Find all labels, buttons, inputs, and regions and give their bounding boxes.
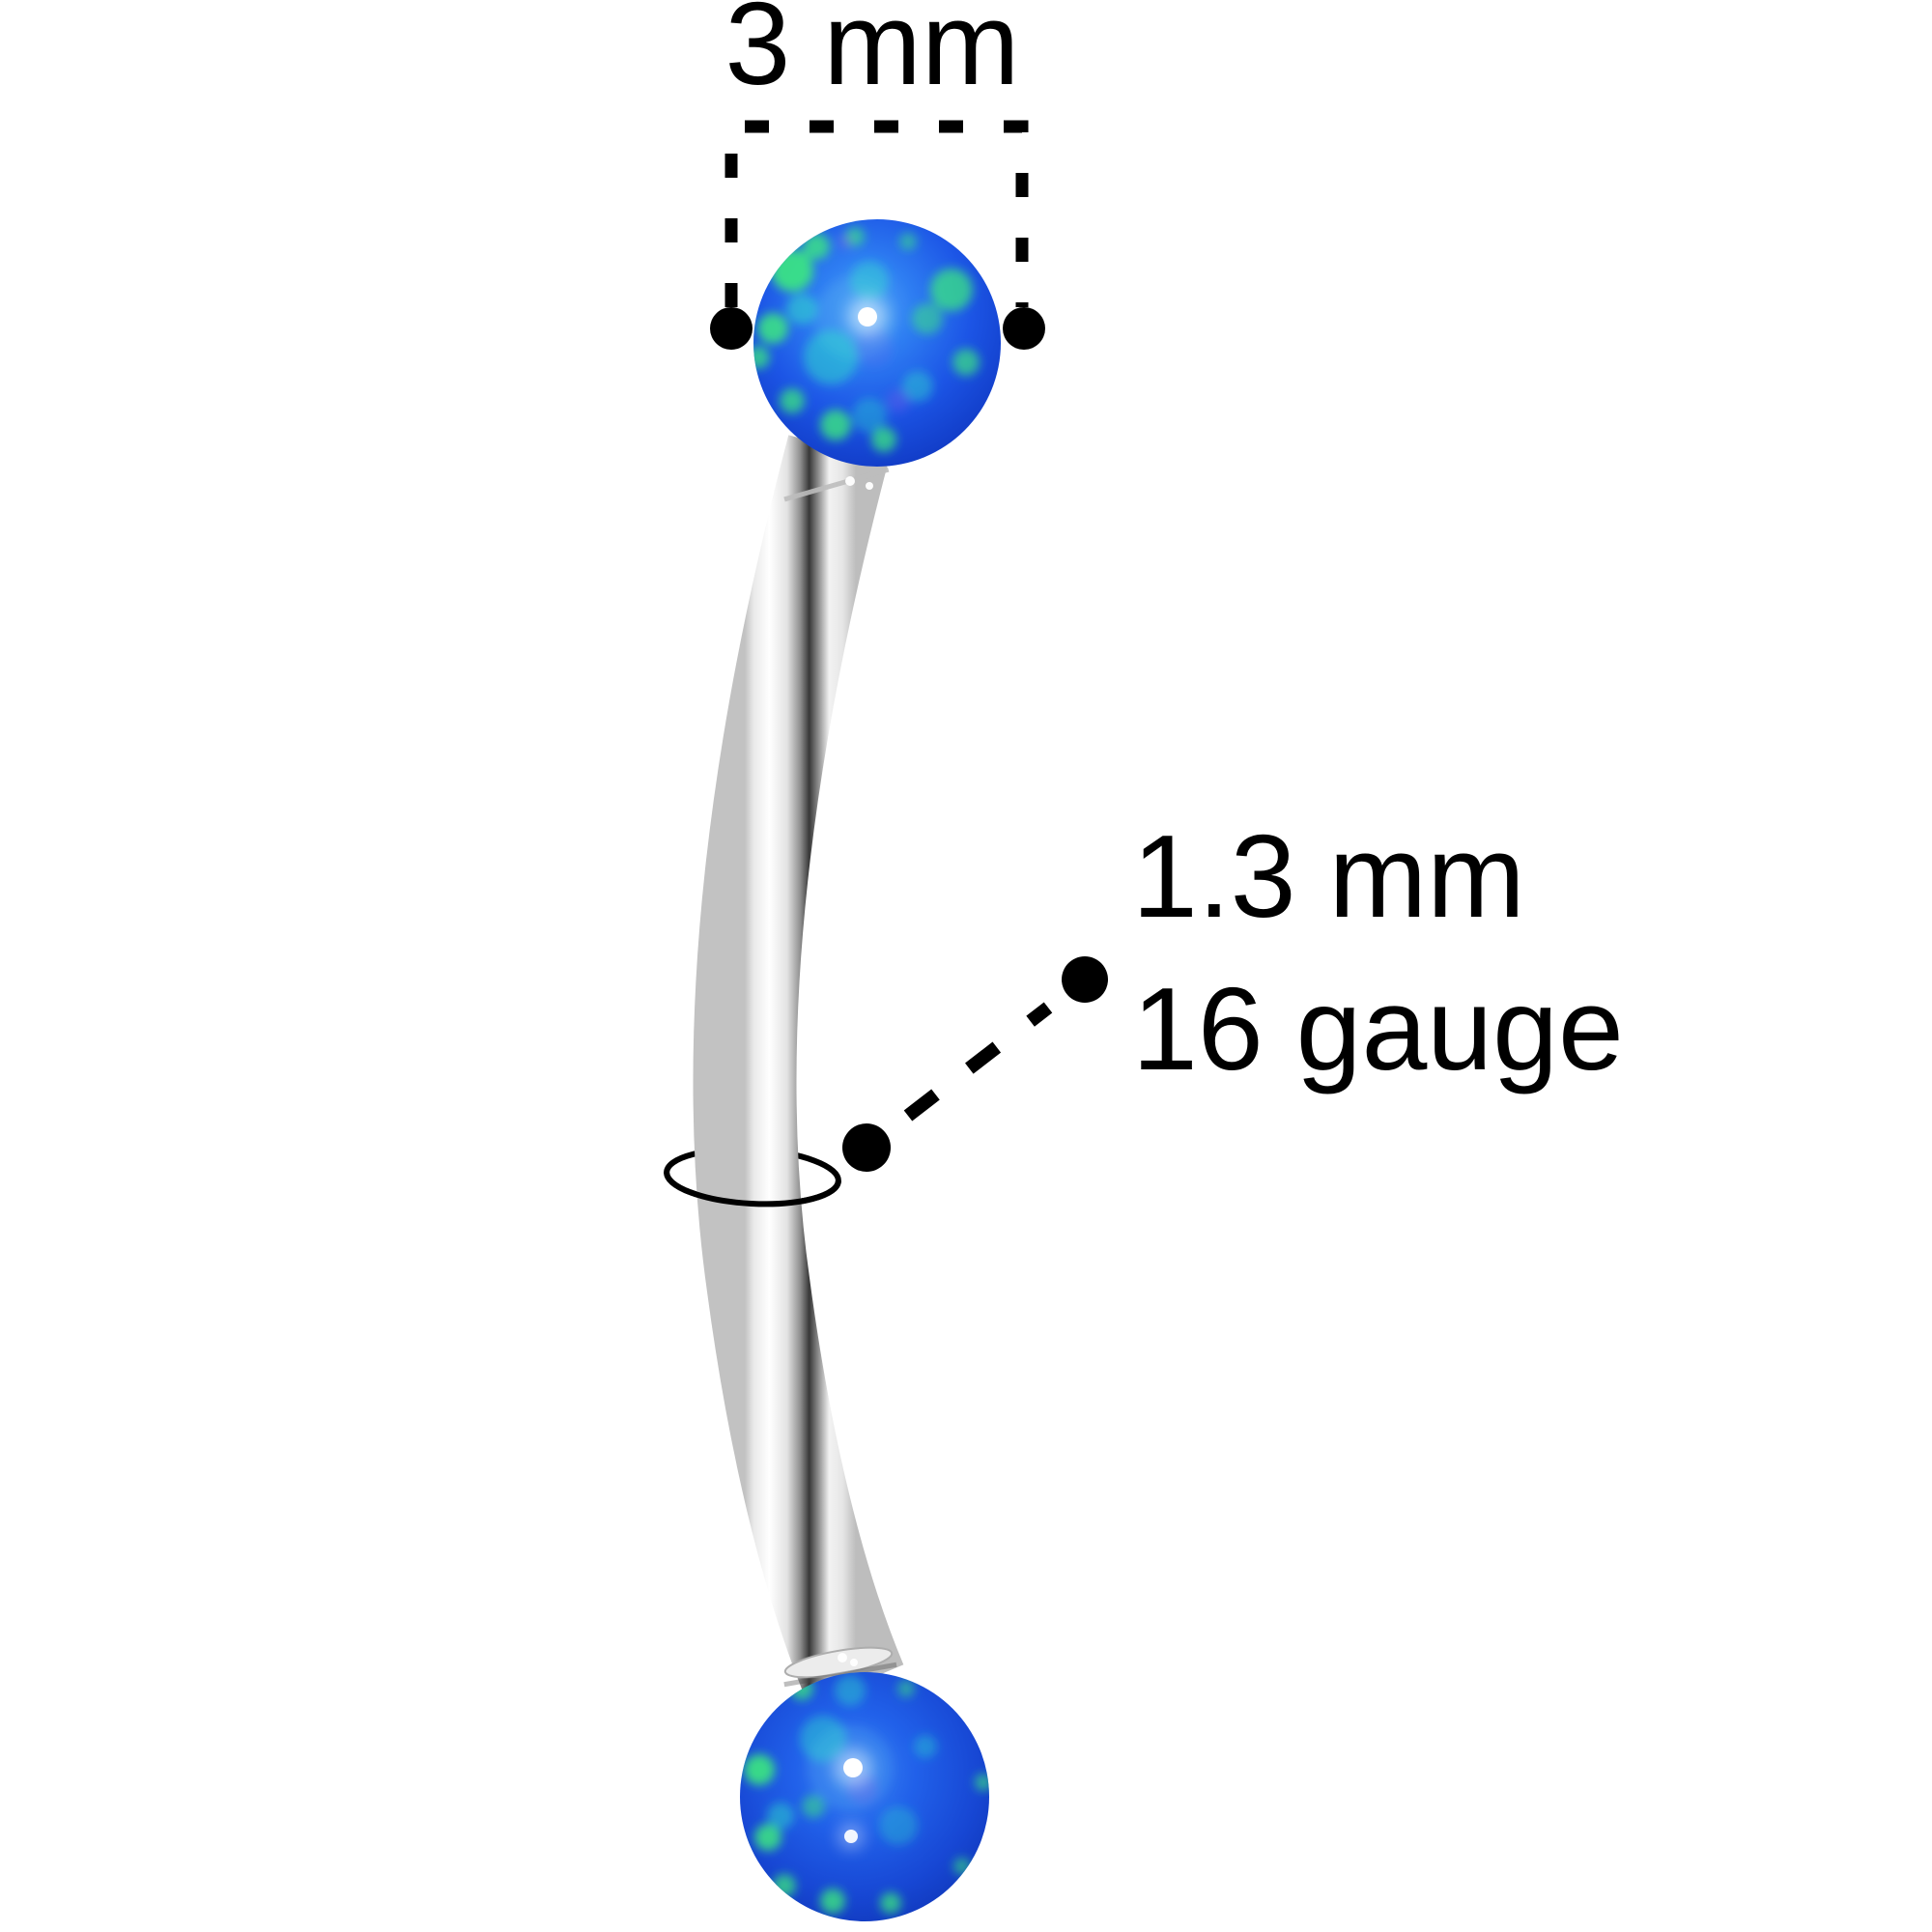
- ball-diameter-label: 3 mm: [724, 0, 1020, 109]
- bar-gauge-label: 16 gauge: [1132, 963, 1624, 1094]
- diameter-bracket: [724, 120, 1029, 307]
- gauge-leader-dot-upper: [1062, 956, 1108, 1003]
- top-opal-ball: [753, 219, 1001, 467]
- bar-seam-top: [783, 467, 890, 502]
- diameter-dot-right: [1003, 307, 1045, 350]
- gauge-leader: [842, 956, 1108, 1172]
- diameter-dot-left: [710, 307, 753, 350]
- barbell-bar: [693, 435, 904, 1705]
- bottom-opal-ball: [740, 1672, 989, 1921]
- gauge-leader-dot-lower: [842, 1123, 891, 1172]
- gauge-ellipse-front: [664, 1172, 841, 1208]
- bar-thickness-label: 1.3 mm: [1132, 810, 1525, 942]
